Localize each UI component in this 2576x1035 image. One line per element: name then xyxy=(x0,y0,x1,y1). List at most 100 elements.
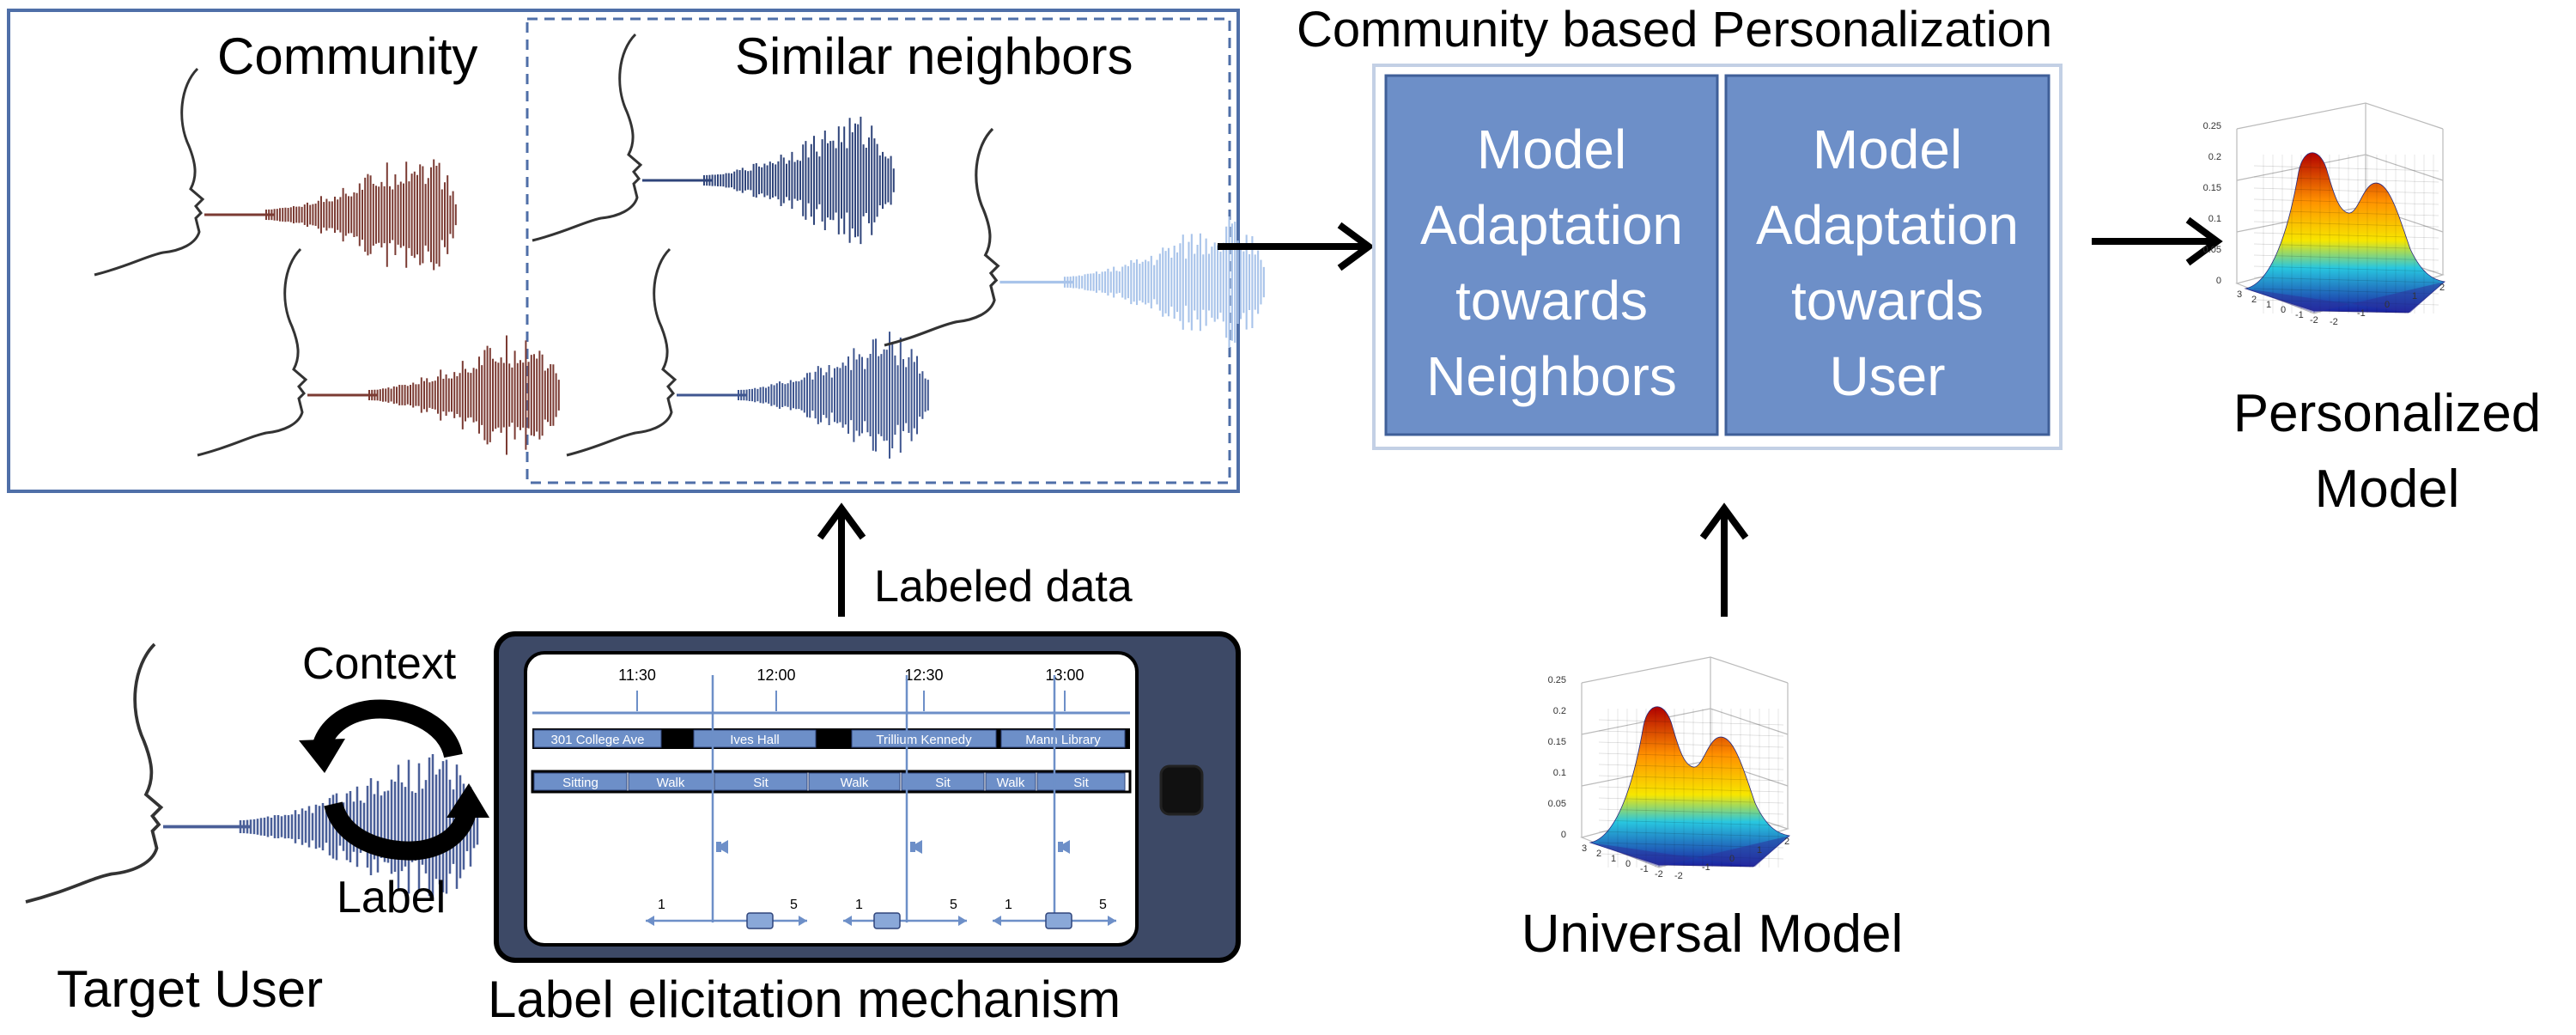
plotP-z-tick: 0.25 xyxy=(2203,121,2221,131)
location-label: 301 College Ave xyxy=(551,733,645,747)
community-speaker-2 xyxy=(197,247,560,457)
timeline-time-label: 12:00 xyxy=(756,667,795,684)
plotU-x-tick: 0 xyxy=(1625,859,1631,869)
plotP-surface xyxy=(2244,152,2445,314)
block-neighbors-line-1: Model xyxy=(1477,119,1626,180)
community-label: Community xyxy=(217,27,477,85)
plotP-y-tick: -1 xyxy=(2357,308,2366,319)
plotP-y-tick: 1 xyxy=(2412,291,2417,301)
target-user-speaker-head xyxy=(25,642,164,904)
activity-segment[interactable] xyxy=(533,772,628,791)
context-label-cycle-icon xyxy=(299,699,489,861)
neighbors-label: Similar neighbors xyxy=(735,27,1133,85)
device-home-button[interactable] xyxy=(1159,764,1204,816)
community-speaker-1-waveform xyxy=(204,159,457,271)
plotU-z-tick: 0.1 xyxy=(1553,768,1566,778)
universal-model-label: Universal Model xyxy=(1522,904,1904,964)
arrowhead-3 xyxy=(1699,502,1749,540)
plotP-x-tick: 0 xyxy=(2281,305,2286,315)
speaker-icon[interactable] xyxy=(910,840,922,854)
community-panel: Community Similar neighbors xyxy=(7,9,1265,493)
personalized-model-label-line-1: Personalized xyxy=(2233,384,2541,443)
personalization-panel: Community based Personalization Model Ad… xyxy=(1297,2,2063,450)
plotP-z-tick: 0.2 xyxy=(2208,152,2221,162)
block-neighbors-line-4: Neighbors xyxy=(1426,345,1677,407)
label-label: Label xyxy=(337,873,446,922)
location-segment[interactable] xyxy=(851,729,997,748)
activity-label: Sit xyxy=(1073,776,1089,790)
neighbor-speaker-1-head xyxy=(532,33,643,242)
plotP-z-tick: 0.15 xyxy=(2203,183,2221,193)
location-segment[interactable] xyxy=(693,729,817,748)
community-frame xyxy=(7,9,1240,493)
rating-slider-knob[interactable] xyxy=(873,912,901,929)
plotP-x-tick: 2 xyxy=(2251,295,2257,305)
neighbor-speaker-3-waveform xyxy=(999,216,1265,348)
speaker-icon[interactable] xyxy=(1058,840,1070,854)
slider-max-label: 5 xyxy=(790,898,798,912)
location-label: Trillium Kennedy xyxy=(876,733,972,747)
community-speaker-1-head xyxy=(94,67,205,277)
plotP-x-tick: -1 xyxy=(2295,310,2304,320)
plotU-base xyxy=(1590,836,1789,867)
activity-label: Walk xyxy=(841,776,869,790)
activity-segment[interactable] xyxy=(808,772,901,791)
block-user-line-1: Model xyxy=(1813,119,1962,180)
block-neighbors-line-3: towards xyxy=(1455,270,1648,332)
slider-min-label: 1 xyxy=(1005,898,1012,912)
plotU-surface xyxy=(1589,706,1790,868)
rating-slider-knob[interactable] xyxy=(746,912,774,929)
plotP-y-tick: -2 xyxy=(2330,317,2338,327)
speaker-icon-body xyxy=(910,842,915,852)
plotU-y-tick: 0 xyxy=(1729,854,1735,864)
activity-label: Walk xyxy=(997,776,1025,790)
activity-label: Sit xyxy=(753,776,769,790)
plotU-x-tick: 3 xyxy=(1582,843,1587,854)
plotU-z-tick: 0.05 xyxy=(1548,799,1566,809)
neighbor-speaker-2-waveform xyxy=(677,332,929,459)
neighbor-speaker-3 xyxy=(884,127,1265,348)
activity-segment[interactable] xyxy=(1036,772,1126,791)
block-adaptation-user xyxy=(1724,74,2050,436)
arrowhead-1 xyxy=(1337,222,1375,271)
plotU-y-tick: 2 xyxy=(1784,837,1789,847)
plotP-y-tick: 2 xyxy=(2439,283,2445,293)
neighbor-speaker-2 xyxy=(566,247,929,459)
plotU-x-tick: -2 xyxy=(1655,869,1663,880)
block-user-line-3: towards xyxy=(1791,270,1984,332)
block-user-text: Model Adaptation towards User xyxy=(1756,119,2019,407)
plotP-x-tick: 3 xyxy=(2237,289,2242,300)
plotU-z-tick: 0.15 xyxy=(1548,737,1566,747)
plotU-z-tick: 0.25 xyxy=(1548,675,1566,685)
timeline-time-label: 12:30 xyxy=(904,667,943,684)
plotP-base xyxy=(2245,282,2445,313)
block-adaptation-neighbors xyxy=(1384,74,1719,436)
plotU-x-tick: 2 xyxy=(1596,849,1601,859)
plotU-z-tick: 0.2 xyxy=(1553,706,1566,716)
block-neighbors-text: Model Adaptation towards Neighbors xyxy=(1420,119,1683,407)
neighbor-speaker-1 xyxy=(532,33,895,245)
activity-segment[interactable] xyxy=(714,772,808,791)
arrowhead-4 xyxy=(817,502,866,540)
block-user-line-4: User xyxy=(1829,345,1945,407)
activity-segment[interactable] xyxy=(985,772,1036,791)
location-segment[interactable] xyxy=(533,729,662,748)
timeline-time-label: 11:30 xyxy=(618,667,656,684)
block-user-line-2: Adaptation xyxy=(1756,194,2019,256)
location-segment[interactable] xyxy=(1000,729,1126,748)
mechanism-label: Label elicitation mechanism xyxy=(488,971,1121,1028)
rating-slider-knob[interactable] xyxy=(1045,912,1072,929)
plotU-y-tick: -2 xyxy=(1674,871,1683,881)
target-user-label: Target User xyxy=(57,960,323,1018)
personalization-title: Community based Personalization xyxy=(1297,2,2052,58)
plotU-z-tick: 0 xyxy=(1561,830,1566,840)
activity-segment[interactable] xyxy=(901,772,985,791)
speaker-icon[interactable] xyxy=(716,840,728,854)
activity-label: Sitting xyxy=(562,776,598,790)
slider-max-label: 5 xyxy=(950,898,957,912)
location-label: Ives Hall xyxy=(730,733,780,747)
neighbor-speaker-3-head xyxy=(884,127,1000,347)
neighbor-speaker-2-head xyxy=(566,247,677,457)
